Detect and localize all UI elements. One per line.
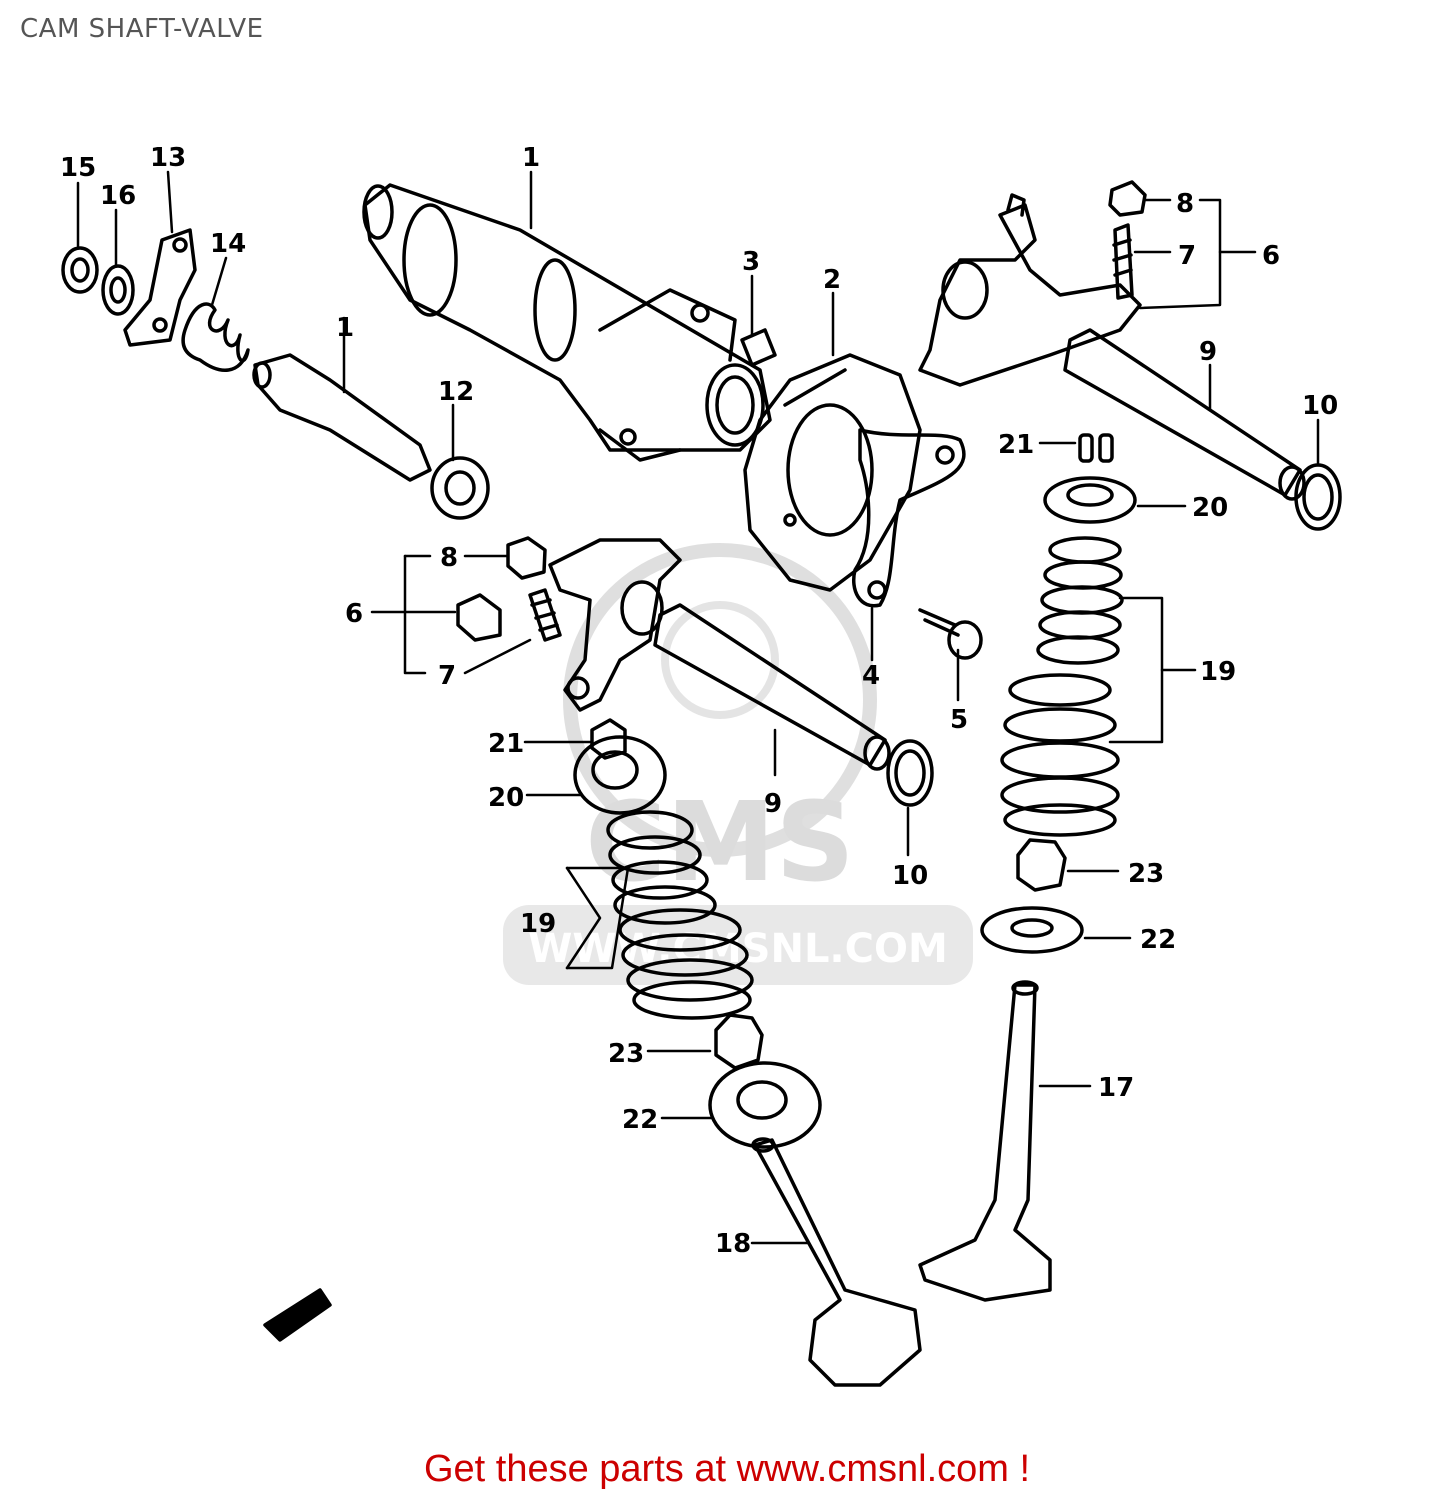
spring-retainer-upper [1043,476,1137,524]
dowel-pin [740,328,777,367]
callout-labels: 1 1 2 3 4 5 6 6 7 7 8 8 9 9 10 10 12 13 … [60,143,1338,1259]
callout-5: 5 [950,705,968,735]
callout-21-lower: 21 [488,729,524,759]
callout-23-upper: 23 [1128,859,1164,889]
callout-6-lower: 6 [345,599,363,629]
rocker-shaft-lower [653,603,891,771]
rocker-arm-upper [918,193,1142,387]
adjust-screw-upper [1112,223,1134,300]
callout-13: 13 [150,143,186,173]
decompression-shaft [252,353,432,482]
intake-valve [918,980,1052,1302]
exhaust-valve [751,1137,922,1387]
callout-20-lower: 20 [488,783,524,813]
valve-springs-lower [606,810,754,1020]
valve-cotter-upper [1078,433,1114,463]
o-ring-upper [1294,463,1342,531]
footer-shop-link[interactable]: Get these parts at www.cmsnl.com ! [423,1448,1031,1490]
callout-18: 18 [715,1229,751,1259]
callout-9-upper: 9 [1199,337,1217,367]
sprocket-retainer [852,428,966,608]
bolt [918,608,983,660]
spring-14 [181,302,250,372]
spring-seat-lower [708,1061,822,1149]
callout-19-lower: 19 [520,909,556,939]
watermark-brand: CMS [585,778,854,906]
exploded-parts-diagram: CMS WWW.CMSNL.COM [60,143,1342,1387]
callout-2: 2 [823,265,841,295]
lock-nut-lower [506,536,547,580]
callout-14: 14 [210,229,246,259]
plate-13 [123,228,197,347]
valve-stem-seal-upper [1016,838,1067,892]
spring-retainer-lower [573,735,667,815]
callout-22-lower: 22 [622,1105,658,1135]
callout-1-decompression-shaft: 1 [336,313,354,343]
front-arrow-icon [263,1288,332,1342]
washer-16 [101,264,135,316]
callout-7-lower: 7 [438,661,456,691]
callout-8-lower: 8 [440,543,458,573]
lock-nut-upper [1108,180,1147,217]
callout-4: 4 [862,661,880,691]
callout-16: 16 [100,181,136,211]
camshaft [362,183,772,462]
oil-seal-12 [430,456,490,520]
callout-10-lower: 10 [892,861,928,891]
callout-9-lower: 9 [764,789,782,819]
rocker-arm-lower [548,538,682,712]
callout-22-upper: 22 [1140,925,1176,955]
oil-seal-15 [61,246,99,294]
spring-seat-upper [980,906,1084,954]
callout-6-upper: 6 [1262,241,1280,271]
callout-19-upper: 19 [1200,657,1236,687]
valve-cotter-lower [590,718,627,760]
callout-15: 15 [60,153,96,183]
watermark: CMS WWW.CMSNL.COM [503,543,973,985]
callout-20-upper: 20 [1192,493,1228,523]
callout-23-lower: 23 [608,1039,644,1069]
callout-21-upper: 21 [998,430,1034,460]
cam-sprocket [743,353,922,592]
valve-springs-upper [1000,536,1124,837]
callout-12: 12 [438,377,474,407]
watermark-logo [563,543,877,857]
leader-lines [76,170,1320,1245]
rocker-shaft-upper [1063,328,1306,501]
callout-17: 17 [1098,1073,1134,1103]
callout-3: 3 [742,247,760,277]
callout-10-upper: 10 [1302,391,1338,421]
callout-1: 1 [522,143,540,173]
callout-7-upper: 7 [1178,241,1196,271]
o-ring-lower [886,739,934,807]
callout-8-upper: 8 [1176,189,1194,219]
page-title: CAM SHAFT-VALVE [20,14,264,44]
adjust-screw-lower [456,588,562,642]
valve-stem-seal-lower [714,1013,764,1070]
